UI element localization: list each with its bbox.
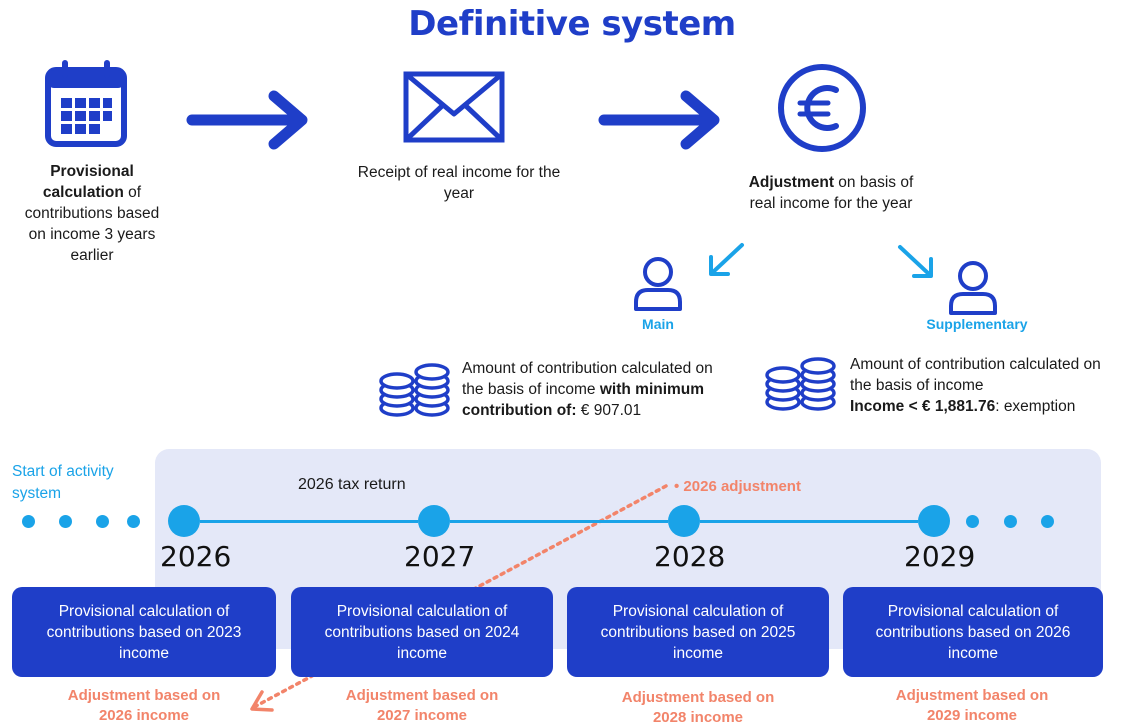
supplementary-contribution-line1: Amount of contribution calculated on — [850, 356, 1101, 373]
adjustment-2026-label: • 2026 adjustment — [674, 478, 801, 495]
step-adjustment-bold: Adjustment — [748, 174, 834, 191]
main-contribution-line2-bold: with minimum — [599, 381, 705, 398]
adjustment-label-2029: Adjustment based on 2029 income — [872, 686, 1072, 726]
adjustment-label-line: 2026 income — [98, 707, 190, 724]
adjustment-label-2026: Adjustment based on 2026 income — [44, 686, 244, 726]
role-main-label: Main — [642, 316, 674, 332]
provisional-box: Provisional calculation of contributions… — [567, 587, 829, 677]
timeline-node-2028 — [668, 505, 700, 537]
adjustment-label-line: 2027 income — [376, 707, 468, 724]
timeline-line — [700, 520, 918, 523]
supplementary-contribution-line3-bold: Income < € 1,881.76 — [850, 398, 996, 415]
timeline-dot — [1004, 515, 1017, 528]
role-supplementary-label: Supplementary — [926, 316, 1028, 332]
arrow-down-right-icon — [898, 245, 933, 278]
timeline-node-2027 — [418, 505, 450, 537]
timeline-dot — [59, 515, 72, 528]
calendar-icon — [45, 60, 127, 147]
year-label: 2027 — [404, 540, 476, 573]
step-adjustment-text: Adjustment on basis of real income for t… — [736, 172, 926, 214]
adjustment-label-2027: Adjustment based on 2027 income — [322, 686, 522, 726]
adjustment-label-line: Adjustment based on — [345, 687, 499, 704]
year-label: 2029 — [904, 540, 976, 573]
timeline-node-2026 — [168, 505, 200, 537]
timeline-dot — [96, 515, 109, 528]
step-receipt-text: Receipt of real income for the year — [357, 164, 561, 202]
step-adjustment-rest: on basis of real income for the year — [749, 174, 914, 212]
start-label-line1: Start of activity — [12, 463, 114, 480]
adjustment-label-2028: Adjustment based on 2028 income — [598, 688, 798, 727]
timeline-dot — [1041, 515, 1054, 528]
coins-icon — [379, 363, 450, 417]
person-icon — [634, 257, 682, 311]
start-of-activity-label: Start of activity system — [12, 461, 114, 505]
year-label: 2028 — [654, 540, 726, 573]
adjustment-label-line: Adjustment based on — [895, 687, 1049, 704]
adjustment-label-line: Adjustment based on — [67, 687, 221, 704]
main-contribution-line3-bold: contribution of: — [462, 402, 577, 419]
provisional-box: Provisional calculation of contributions… — [291, 587, 553, 677]
envelope-icon — [403, 71, 505, 143]
main-contribution-text: Amount of contribution calculated on the… — [462, 358, 762, 421]
step-provisional-rest: of contributions based on income 3 years… — [24, 184, 160, 264]
arrow-down-left-icon — [709, 243, 744, 276]
step-provisional-bold: Provisional calculation — [42, 163, 134, 201]
provisional-box: Provisional calculation of contributions… — [843, 587, 1103, 677]
page-title: Definitive system — [408, 4, 736, 44]
main-contribution-line3: € 907.01 — [576, 402, 642, 419]
coins-icon — [765, 357, 836, 411]
adjustment-label-line: Adjustment based on — [621, 689, 775, 706]
main-contribution-line2: the basis of income — [462, 381, 600, 398]
adjustment-label-line: 2029 income — [926, 707, 1018, 724]
arrow-right-icon — [598, 90, 720, 150]
supplementary-contribution-line2: the basis of income — [850, 377, 984, 394]
person-icon — [949, 261, 997, 315]
start-label-line2: system — [12, 485, 62, 502]
main-contribution-line1: Amount of contribution calculated on — [462, 360, 713, 377]
adjustment-label-line: 2028 income — [652, 709, 744, 726]
tax-return-label: 2026 tax return — [298, 476, 406, 493]
supplementary-contribution-text: Amount of contribution calculated on the… — [850, 354, 1142, 417]
timeline-dot — [22, 515, 35, 528]
timeline-line — [200, 520, 418, 523]
year-label: 2026 — [160, 540, 232, 573]
timeline-dot — [966, 515, 979, 528]
timeline-node-2029 — [918, 505, 950, 537]
provisional-box: Provisional calculation of contributions… — [12, 587, 276, 677]
arrow-right-icon — [186, 90, 308, 150]
euro-icon — [778, 64, 866, 152]
timeline-line — [450, 520, 668, 523]
timeline-dot — [127, 515, 140, 528]
supplementary-contribution-line3: : exemption — [995, 398, 1076, 415]
step-provisional-text: Provisional calculation of contributions… — [18, 161, 166, 266]
